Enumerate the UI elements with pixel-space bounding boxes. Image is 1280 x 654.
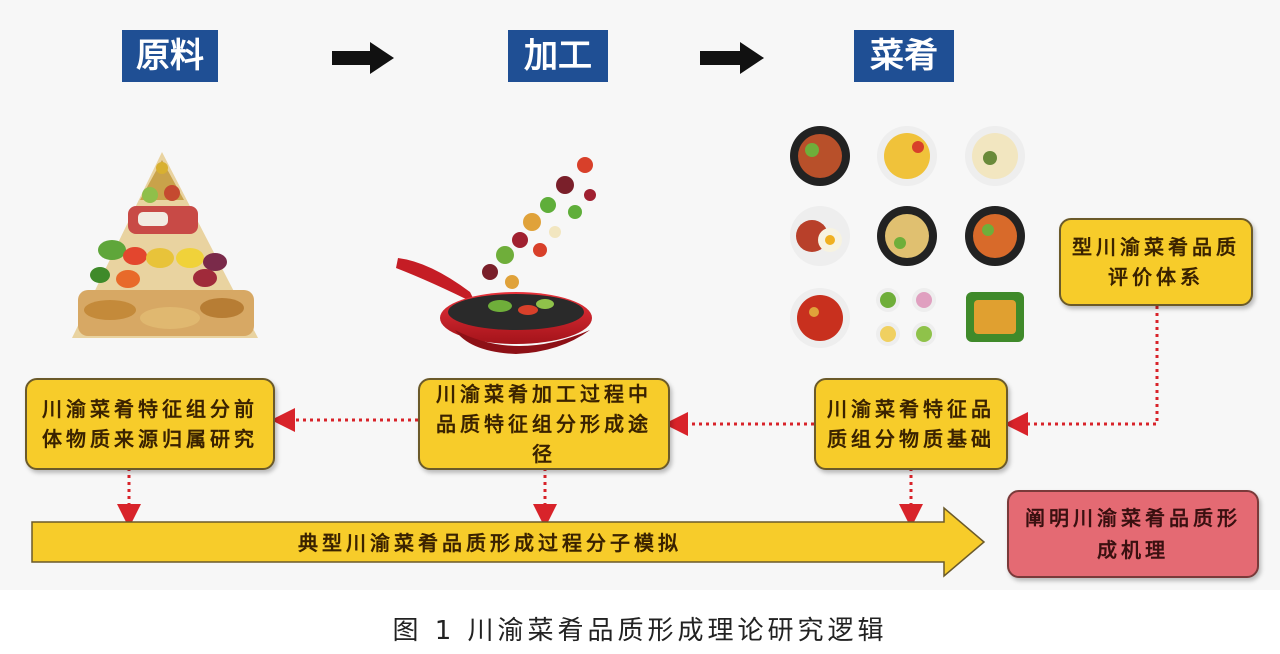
box-processing-pathway-text: 川渝菜肴加工过程中品质特征组分形成途径 — [436, 382, 652, 466]
stage-processing: 加工 — [508, 30, 608, 82]
stage-raw-material: 原料 — [122, 30, 218, 82]
dishes-grid-image — [790, 126, 1025, 348]
box-mechanism-text: 阐明川渝菜肴品质形成机理 — [1025, 506, 1241, 562]
stage-arrow-1 — [332, 42, 394, 74]
box-material-basis-text: 川渝菜肴特征品质组分物质基础 — [827, 397, 995, 451]
box-evaluation-system-text: 型川渝菜肴品质评价体系 — [1072, 235, 1240, 289]
box-processing-pathway: 川渝菜肴加工过程中品质特征组分形成途径 — [418, 378, 670, 470]
main-yellow-arrow — [31, 506, 986, 578]
stage-arrow-2 — [700, 42, 764, 74]
box-material-basis: 川渝菜肴特征品质组分物质基础 — [814, 378, 1008, 470]
figure-caption: 图 1 川渝菜肴品质形成理论研究逻辑 — [392, 616, 888, 646]
frying-pan-image — [396, 157, 596, 354]
box-precursor-source: 川渝菜肴特征组分前体物质来源归属研究 — [25, 378, 275, 470]
box-mechanism: 阐明川渝菜肴品质形成机理 — [1007, 490, 1259, 578]
stage-dishes: 菜肴 — [854, 30, 954, 82]
box-precursor-source-text: 川渝菜肴特征组分前体物质来源归属研究 — [42, 397, 258, 451]
food-pyramid-image — [72, 152, 258, 338]
connector-eval-to-basis — [1004, 306, 1159, 436]
box-evaluation-system: 型川渝菜肴品质评价体系 — [1059, 218, 1253, 306]
main-arrow-label: 典型川渝菜肴品质形成过程分子模拟 — [298, 531, 682, 555]
diagram-graphics — [31, 42, 1159, 578]
